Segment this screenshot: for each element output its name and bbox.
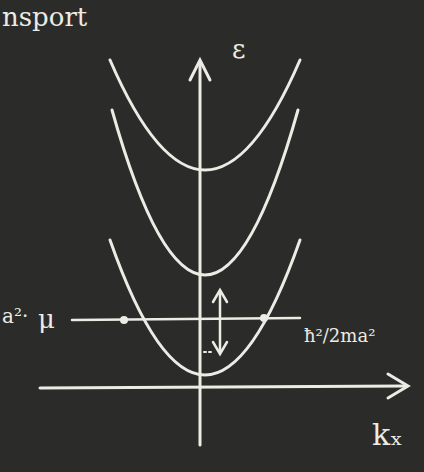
arrowhead	[213, 342, 227, 354]
axis-arrowhead	[190, 60, 210, 80]
energy-scale-label: ħ²/2ma²	[302, 326, 377, 346]
cut-heading: nsport	[2, 4, 87, 30]
subband-parabola	[112, 110, 298, 275]
fermi-point	[120, 316, 128, 324]
axis-arrowhead	[388, 374, 408, 398]
subband-parabola	[110, 60, 300, 170]
dashed-mark	[204, 351, 212, 353]
energy-gap-arrow	[219, 292, 222, 352]
subband-parabola	[110, 240, 300, 375]
axis-label: ε	[232, 36, 245, 62]
arrowhead	[213, 290, 227, 302]
cut-label: a²·	[2, 306, 28, 326]
fermi-point	[260, 314, 268, 322]
k-axis	[40, 386, 405, 388]
axis-label: kₓ	[372, 420, 403, 450]
chemical-potential-label: μ	[38, 306, 55, 332]
